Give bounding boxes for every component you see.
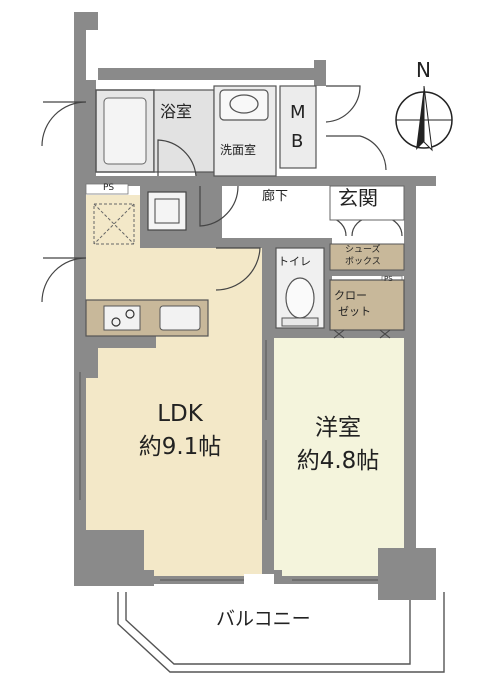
ps-box-left	[85, 183, 129, 195]
balcony-label: バルコニー	[216, 608, 311, 630]
bath-label: 浴室	[160, 102, 193, 121]
shoe-box-label-1: シューズ	[345, 245, 381, 255]
washer-pan	[147, 191, 187, 231]
ldk-size: 約9.1帖	[138, 434, 222, 461]
mb-label-top: M	[290, 102, 306, 123]
shoe-box	[329, 243, 405, 271]
ldk-label: LDK 約9.1帖	[120, 398, 240, 465]
washroom-label: 洗面室	[220, 143, 257, 157]
western-room-name: 洋室	[315, 415, 361, 441]
ps-right-label: PS	[384, 275, 393, 283]
ldk-name: LDK	[157, 401, 203, 427]
closet-label-1: クロー	[334, 289, 367, 302]
closet-label-2: ゼット	[338, 305, 371, 318]
refrigerator	[93, 203, 135, 245]
entrance-floor	[329, 185, 405, 221]
windows	[79, 340, 378, 581]
balcony-outline	[117, 592, 445, 673]
toilet-bowl	[285, 277, 315, 319]
entrance-label: 玄関	[338, 186, 378, 210]
compass-icon	[395, 85, 453, 152]
mb-closet	[279, 85, 317, 169]
western-floor	[272, 338, 404, 582]
door-arcs	[41, 85, 403, 303]
closet	[329, 279, 405, 331]
mb-label-bottom: B	[291, 131, 304, 152]
toilet-label: トイレ	[278, 255, 311, 268]
washbasin	[219, 89, 269, 121]
shoe-box-label-2: ボックス	[345, 257, 381, 267]
bath-room	[153, 89, 215, 173]
compass-north-label: N	[416, 58, 431, 82]
western-room-label: 洋室 約4.8帖	[278, 412, 398, 479]
hallway-label: 廊下	[262, 189, 289, 204]
ps-left-label: PS	[103, 183, 115, 193]
western-room-size: 約4.8帖	[296, 448, 380, 475]
walls	[74, 12, 436, 600]
